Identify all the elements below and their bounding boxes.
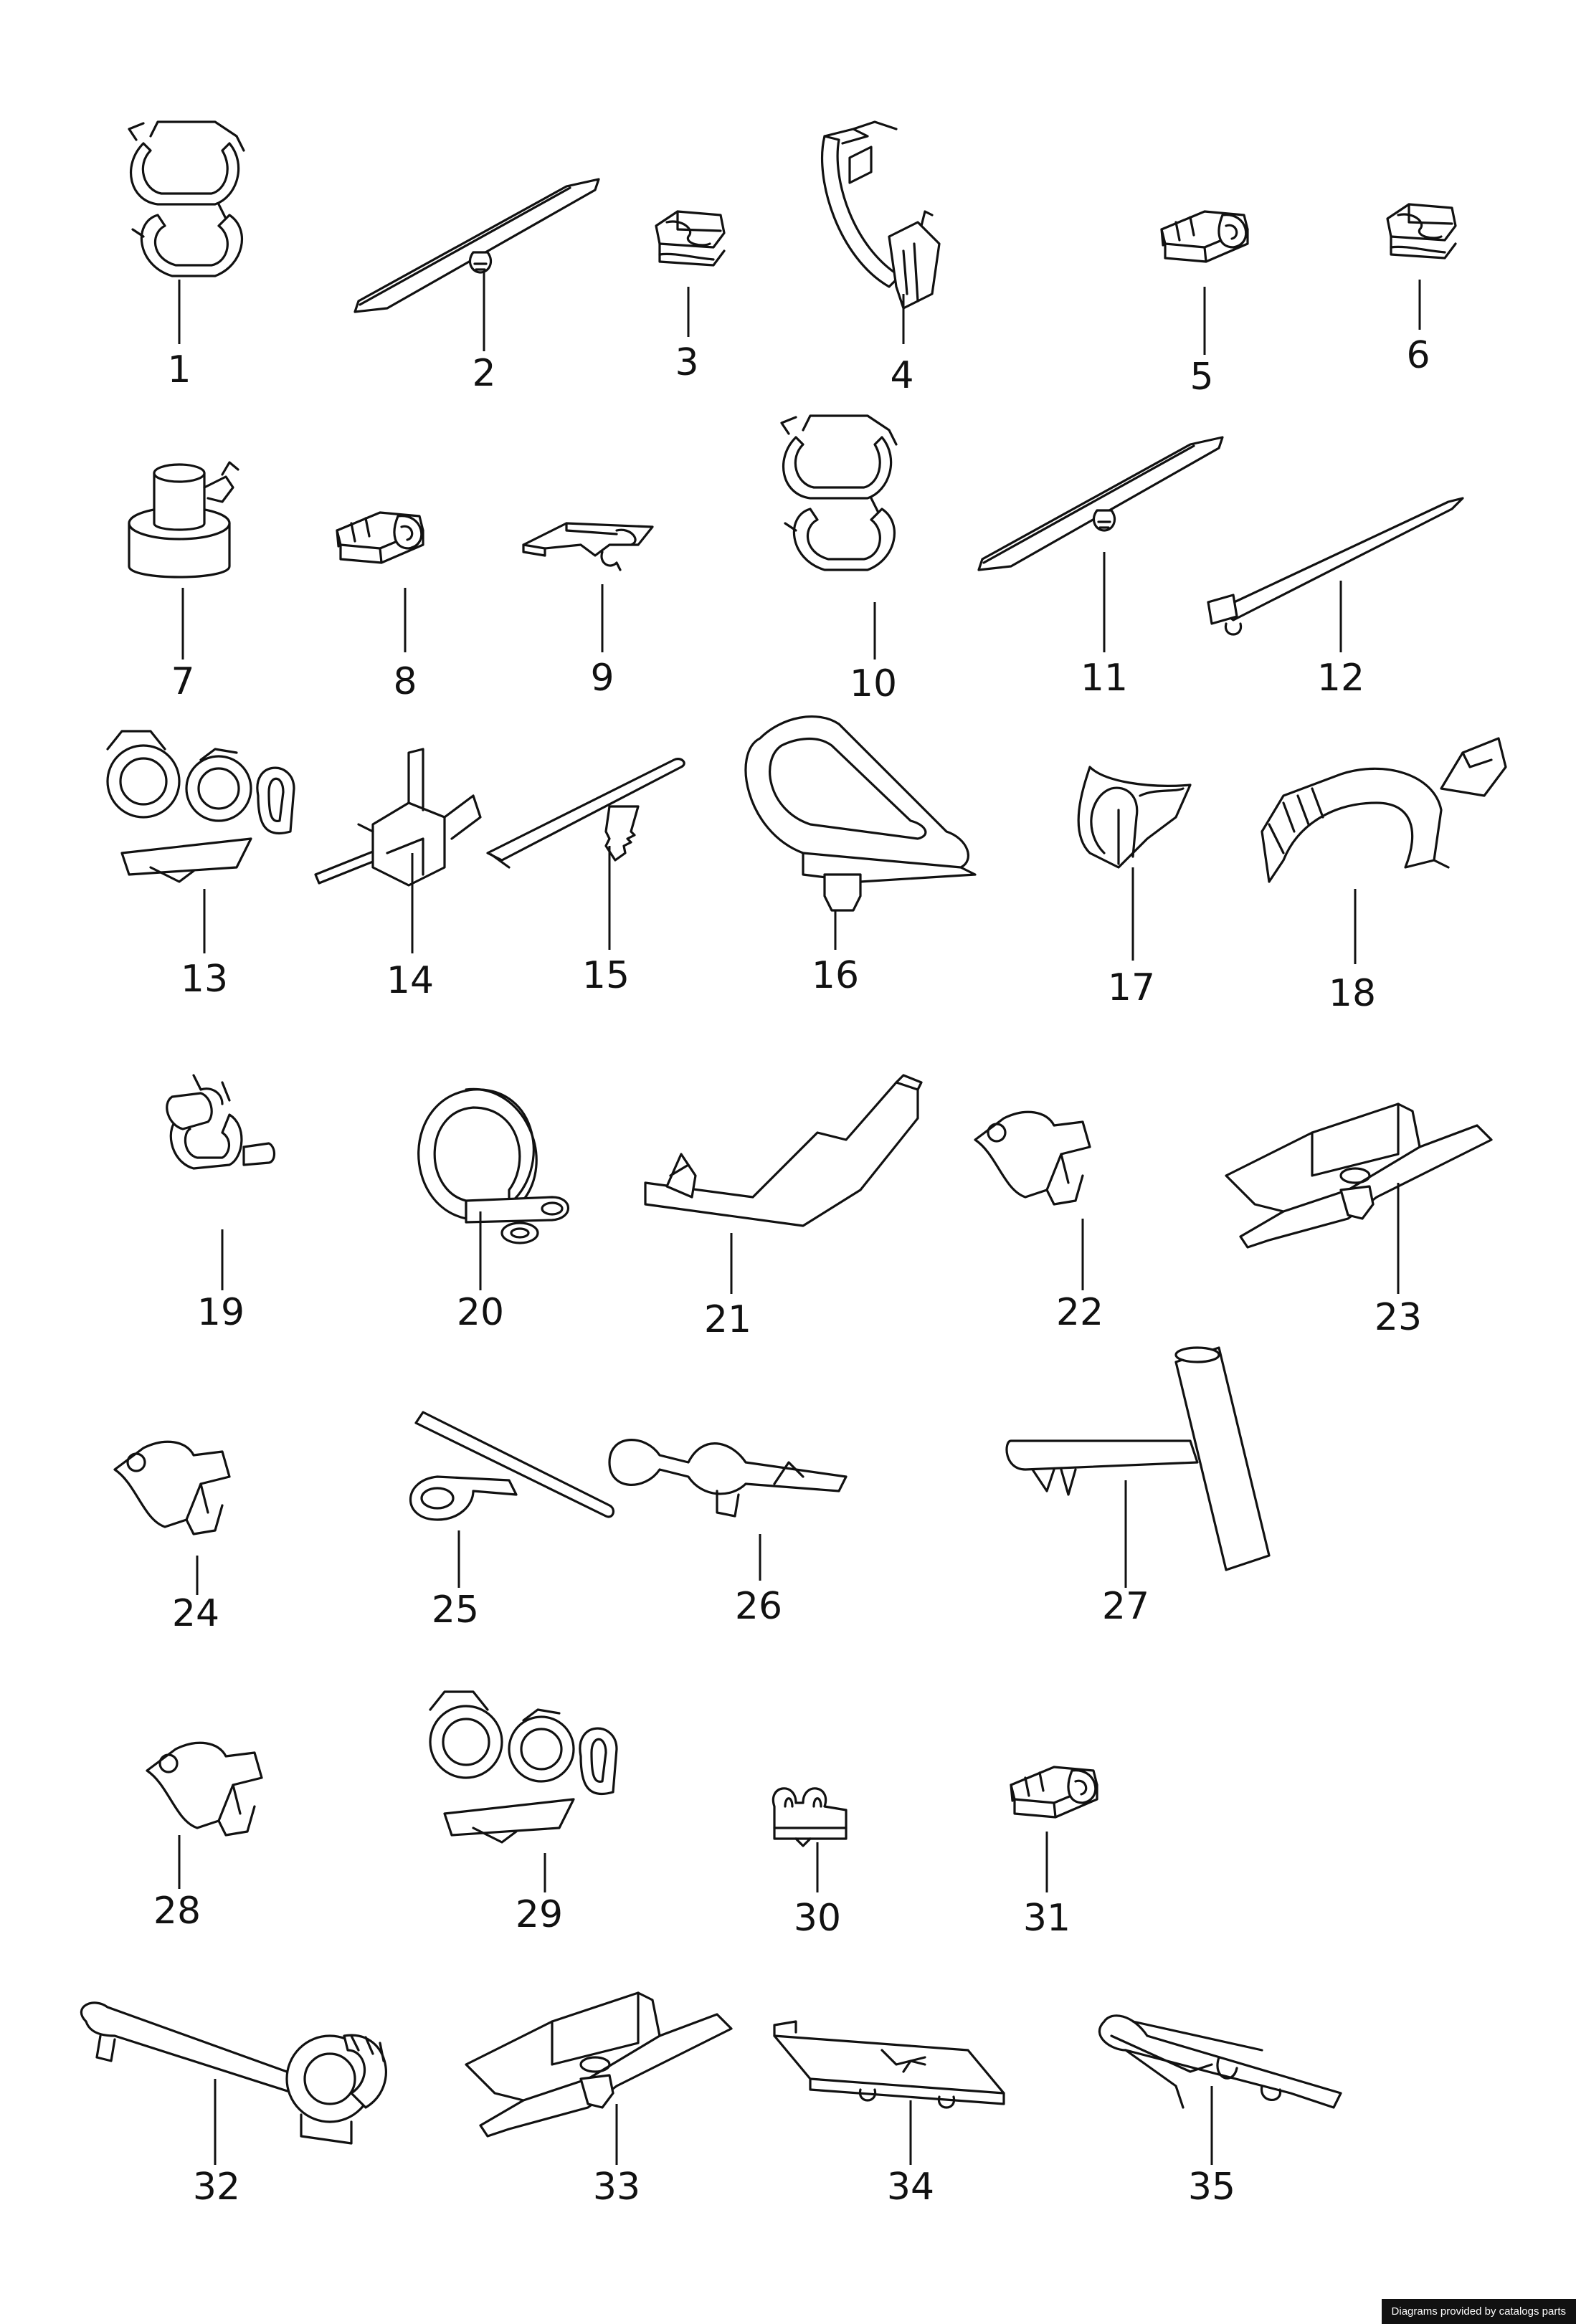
part-number-label: 34 [886, 2166, 935, 2209]
pipe-clip-arm-icon [80, 2001, 387, 2145]
part-number-label: 13 [180, 958, 229, 1001]
part-number-label: 21 [703, 1298, 752, 1341]
strip-eyelet-icon [409, 1411, 615, 1521]
part-number-label: 31 [1022, 1897, 1071, 1940]
part-number-label: 2 [472, 352, 496, 395]
part-number-label: 16 [811, 954, 860, 997]
part-number-label: 17 [1107, 966, 1156, 1009]
multi-pipe-clip-icon [429, 1690, 618, 1844]
part-number-label: 1 [167, 348, 191, 391]
cable-guide-icon [744, 715, 977, 912]
part-number-label: 5 [1190, 356, 1214, 399]
part-number-label: 14 [386, 959, 435, 1002]
multi-pipe-clip-icon [106, 730, 295, 883]
clip-icon [113, 1440, 231, 1535]
part-number-label: 7 [171, 660, 195, 703]
part-number-label: 22 [1055, 1291, 1104, 1334]
part-number-label: 35 [1187, 2166, 1236, 2209]
wave-clip-icon [608, 1439, 848, 1518]
part-number-label: 29 [515, 1893, 564, 1936]
clip-icon [146, 1741, 263, 1837]
part-number-label: 10 [849, 662, 898, 705]
part-number-label: 25 [431, 1589, 480, 1632]
part-number-label: 15 [581, 954, 630, 997]
tube-holder-icon [1005, 1346, 1271, 1571]
double-hose-clamp-icon [780, 414, 898, 571]
cable-tie-icon [1207, 497, 1464, 636]
part-number-label: 30 [793, 1897, 842, 1940]
pipe-clip-pin-icon [166, 1074, 276, 1170]
spring-nut-clip-icon [655, 210, 726, 267]
spring-clip-icon [522, 522, 654, 571]
pipe-clip-icon [336, 511, 424, 564]
hose-clamp-icon [1261, 737, 1507, 883]
pipe-clip-icon [1160, 210, 1249, 263]
holder-icon [465, 1991, 733, 2138]
plate-clip-icon [773, 2020, 1005, 2109]
part-number-label: 18 [1328, 972, 1377, 1015]
rail-clip-icon [1098, 2014, 1342, 2109]
part-number-label: 32 [192, 2166, 241, 2209]
part-number-label: 26 [734, 1585, 783, 1628]
part-number-label: 28 [153, 1890, 201, 1933]
part-number-label: 19 [196, 1291, 245, 1334]
part-number-label: 8 [393, 660, 417, 703]
grommet-clip-icon [128, 461, 239, 578]
spring-nut-clip-icon [1386, 203, 1457, 259]
part-number-label: 24 [171, 1592, 220, 1635]
bracket-icon [644, 1074, 923, 1227]
part-number-label: 4 [890, 354, 914, 397]
small-pipe-clip-icon [772, 1787, 848, 1847]
open-cable-holder-icon [821, 120, 941, 310]
part-number-label: 27 [1101, 1585, 1150, 1628]
cable-tie-strip-icon [353, 178, 600, 313]
credit-label: Diagrams provided by catalogs parts [1381, 2299, 1576, 2324]
holder-icon [1225, 1103, 1493, 1249]
bracket-clip-icon [314, 748, 482, 887]
cable-tie-strip-icon [977, 436, 1224, 571]
part-number-label: 20 [456, 1291, 505, 1334]
part-number-label: 12 [1316, 657, 1365, 700]
channel-clip-icon [1077, 766, 1192, 869]
part-number-label: 6 [1406, 334, 1430, 377]
double-hose-clamp-icon [128, 120, 245, 277]
clip-icon [974, 1110, 1091, 1206]
part-number-label: 23 [1374, 1296, 1423, 1339]
part-number-label: 3 [675, 341, 699, 384]
p-clamp-icon [417, 1087, 570, 1244]
part-number-label: 33 [592, 2166, 641, 2209]
part-number-label: 9 [590, 657, 614, 700]
pipe-clip-icon [1010, 1766, 1098, 1819]
part-number-label: 11 [1080, 657, 1129, 700]
strip-with-screw-icon [486, 758, 685, 869]
